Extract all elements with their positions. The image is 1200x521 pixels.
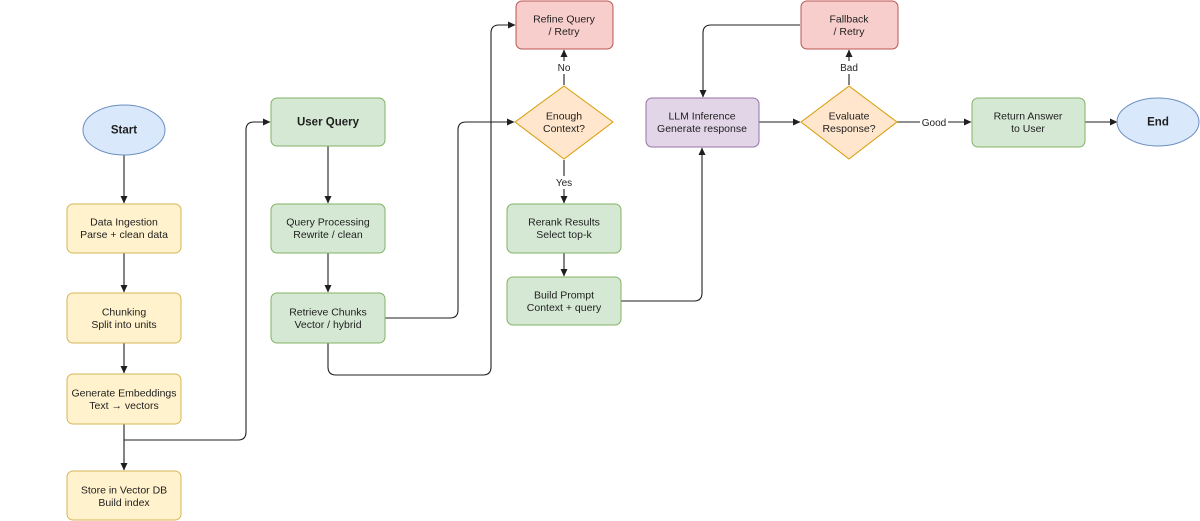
connectors [120,21,1118,471]
edge-label-bad: Bad [840,63,858,74]
enough-label-line-1: Enough [546,110,582,122]
edge-fallback-llm [699,24,800,98]
answer-label-line-1: Return Answer [994,110,1063,122]
retrieve-label-line-1: Retrieve Chunks [289,306,367,318]
fallback-label: Fallback/ Retry [829,13,869,38]
prompt-label-line-2: Context + query [527,302,602,314]
fallback-node [800,0,899,50]
end-node-label: End [1147,117,1169,129]
chunk-label-line-1: Chunking [102,306,147,318]
fallback-label-line-2: / Retry [834,26,866,38]
start-node-label: Start [111,125,137,137]
edge-retrieve-enough [385,118,515,319]
fallback-label-line-1: Fallback [829,13,869,25]
refine-label-line-1: Refine Query [533,13,596,25]
chunking-node [66,292,182,344]
rerank-label-line-2: Select top-k [536,229,592,241]
edge-retrieve-refine [327,21,516,376]
end-node [1116,97,1200,147]
data-ingestion-node [66,203,182,254]
llm-label-line-1: LLM Inference [668,110,735,122]
query-processing-node [270,203,386,254]
ingest-label-line-2: Parse + clean data [80,229,168,241]
rerank-label-line-1: Rerank Results [528,216,600,228]
answer-label-line-2: to User [1011,123,1045,135]
refine-query-label: Refine Query/ Retry [533,13,596,38]
enough-context-decision [514,85,614,160]
query-label-line-1: User Query [297,117,360,129]
edge-labels: No Yes Bad Good [553,61,948,189]
generate-embeddings-node [66,373,182,425]
prompt-label-line-1: Build Prompt [534,289,594,301]
end-label-line-1: End [1147,117,1169,129]
user-query-node [270,97,386,147]
retrieve-label-line-2: Vector / hybrid [294,319,361,331]
ingest-label-line-1: Data Ingestion [90,216,158,228]
refine-label-line-2: / Retry [549,26,581,38]
edge-label-yes: Yes [556,178,572,189]
edge-prompt-llm [621,147,706,302]
process-label-line-1: Query Processing [286,216,370,228]
embed-label-line-2: Text → vectors [89,400,158,412]
start-node [82,104,166,156]
edge-label-no: No [558,63,571,74]
store-label-line-2: Build index [98,497,150,509]
build-prompt-node [506,276,622,326]
chunk-label-line-2: Split into units [91,319,156,331]
embed-label-line-1: Generate Embeddings [71,387,176,399]
process-label-line-2: Rewrite / clean [293,229,363,241]
evaluate-label-line-1: Evaluate [829,110,870,122]
enough-label-line-2: Context? [543,123,585,135]
start-label-line-1: Start [111,125,137,137]
llm-label-line-2: Generate response [657,123,747,135]
edge-label-good: Good [922,118,946,129]
store-vector-db-node [66,470,182,521]
store-label-line-1: Store in Vector DB [81,484,167,496]
user-query-label: User Query [297,117,360,129]
evaluate-response-decision [800,85,898,160]
retrieve-chunks-node [270,292,386,344]
refine-query-node [515,0,614,50]
llm-inference-node [645,97,760,148]
evaluate-label-line-2: Response? [822,123,875,135]
rerank-results-node [506,203,622,254]
edge-embed-query [124,118,271,441]
return-answer-node [971,97,1086,148]
